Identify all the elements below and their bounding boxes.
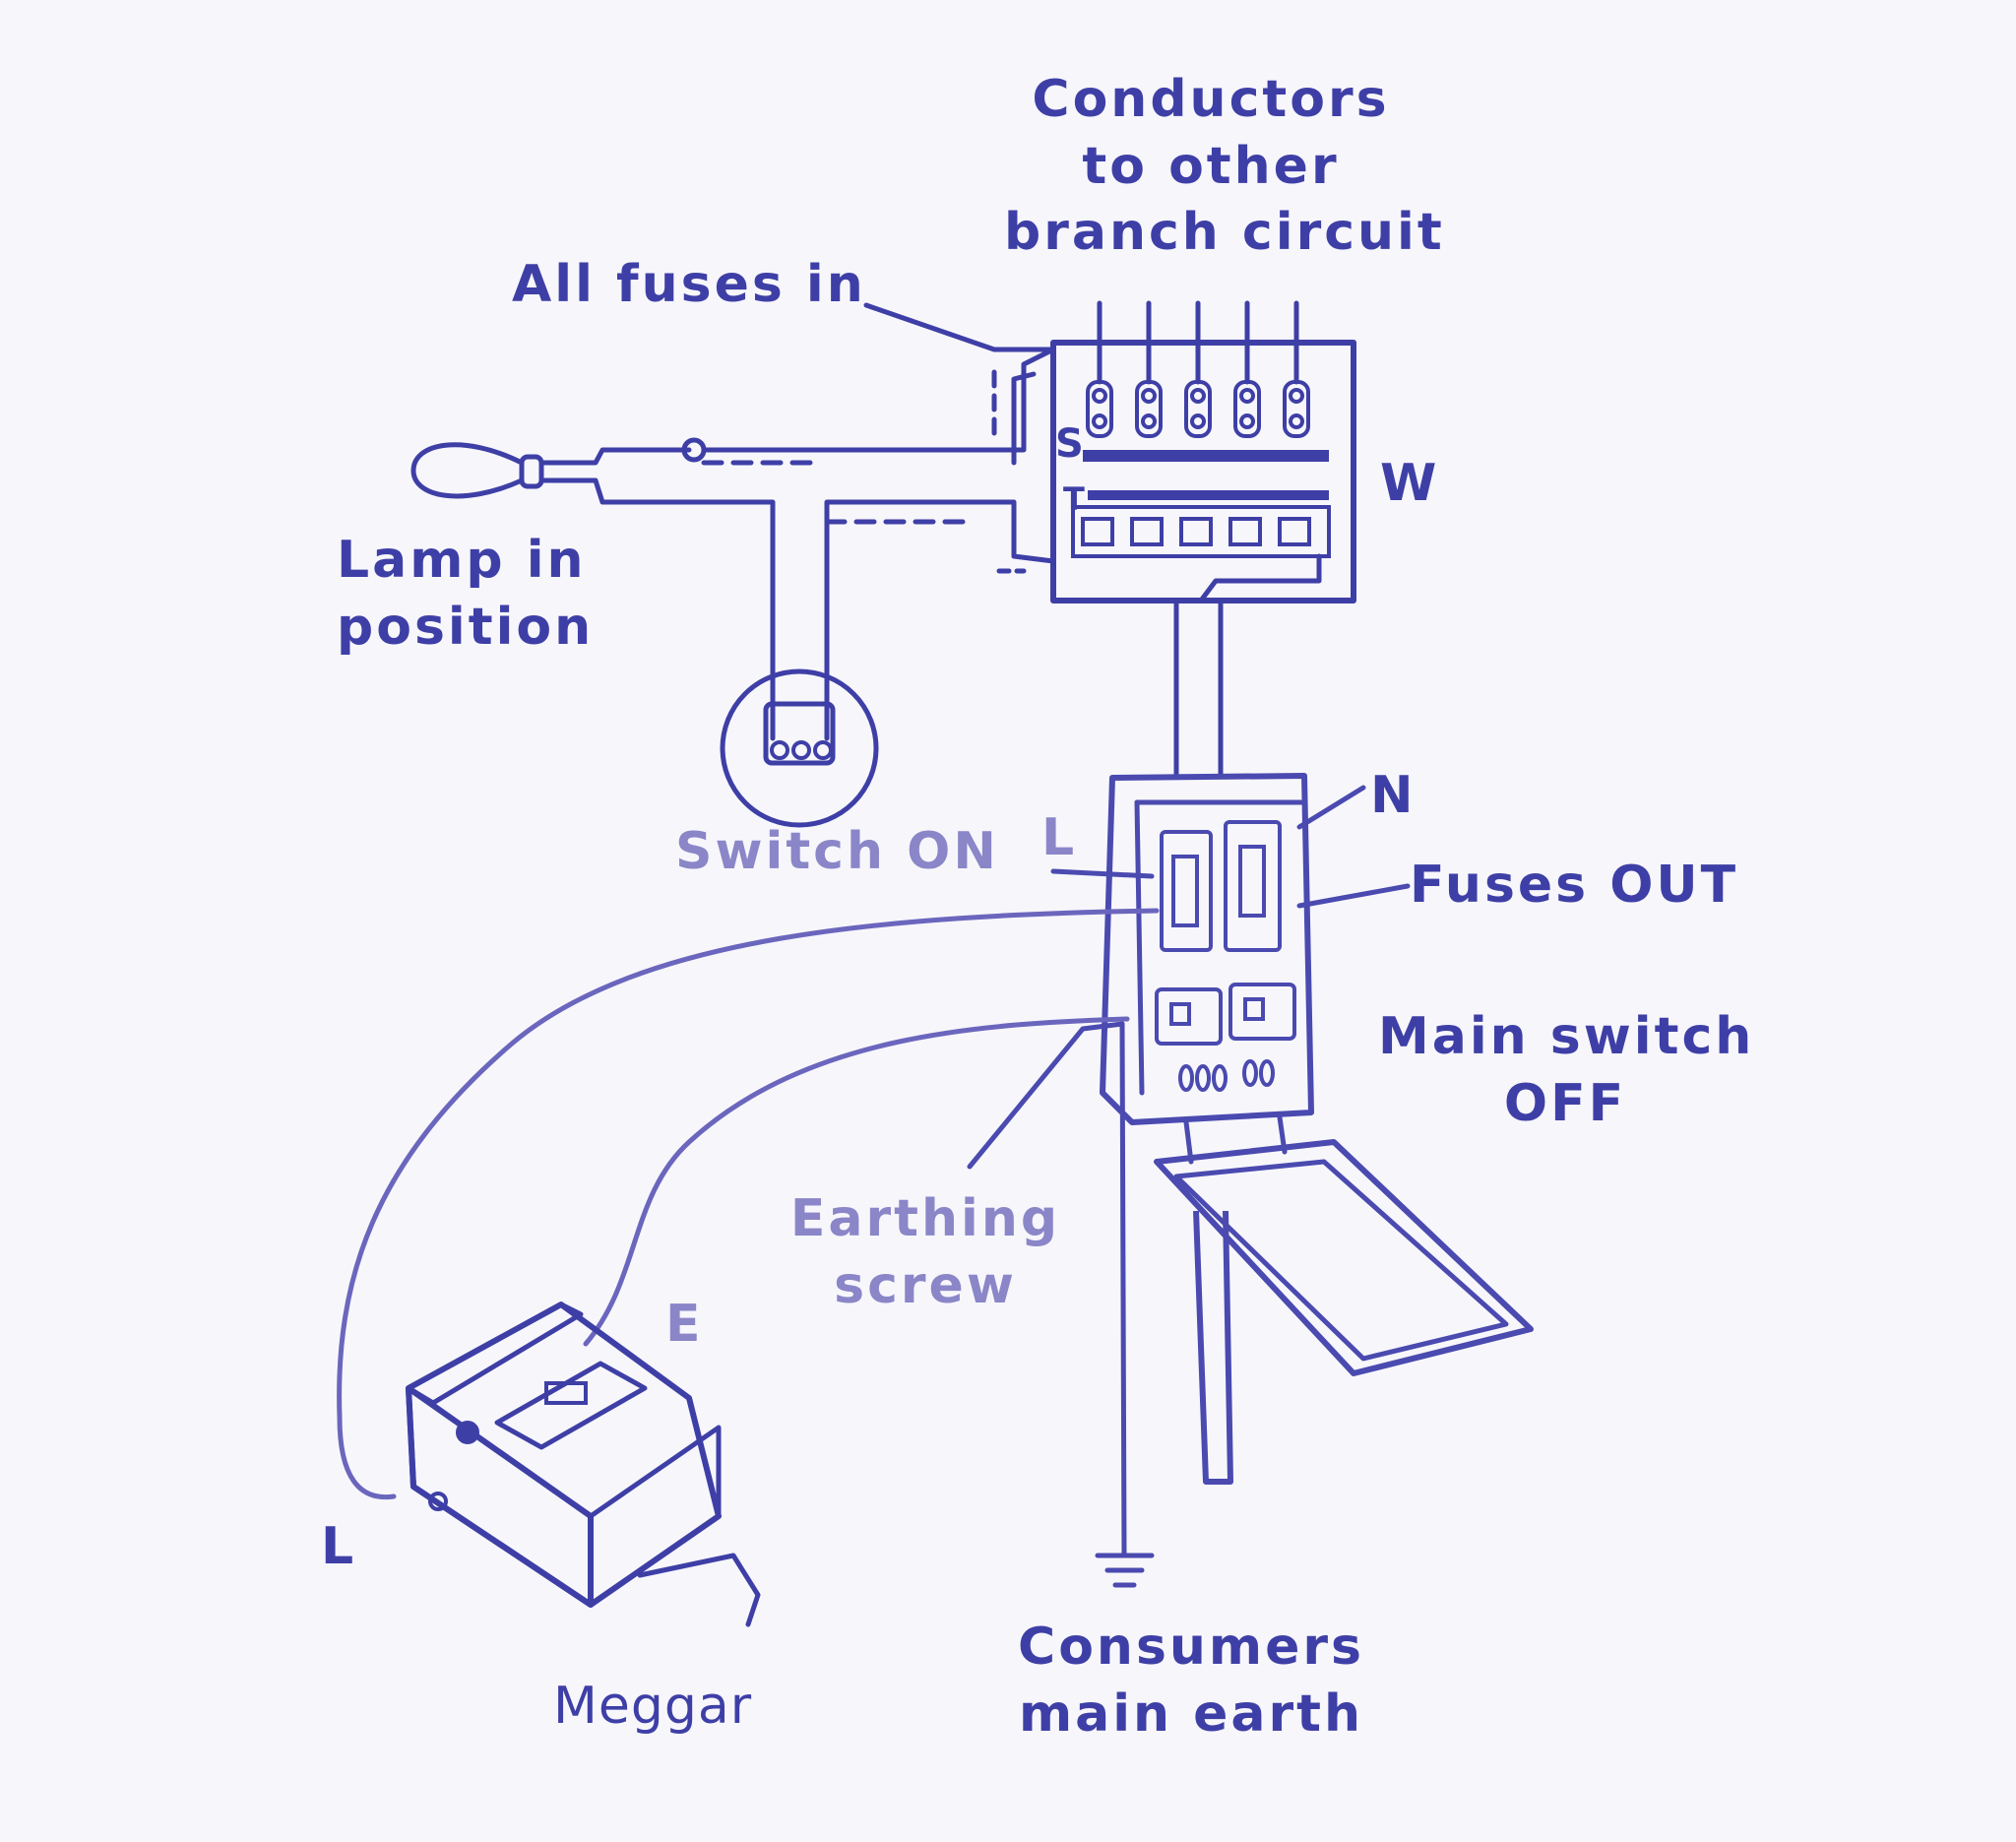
consumers-main-earth-label: Consumers main earth bbox=[984, 1615, 1398, 1747]
main-switch-blocks bbox=[1155, 983, 1296, 1046]
conductors-line-2: to other bbox=[1082, 136, 1340, 196]
earthing-line-1: Earthing bbox=[789, 1189, 1061, 1248]
fuse-carriers bbox=[1086, 380, 1310, 438]
lamp-line-2: position bbox=[337, 597, 595, 657]
neutral-terminals bbox=[1071, 505, 1331, 558]
terminal-n-label: N bbox=[1370, 766, 1417, 825]
lamp-in-position-label: Lamp in position bbox=[337, 528, 594, 661]
consumer-unit bbox=[1050, 773, 1534, 1485]
lamp-bulb-icon bbox=[410, 442, 525, 499]
board-t-label: T bbox=[1063, 480, 1088, 518]
meggar-icon bbox=[406, 1302, 761, 1627]
switch-on-label: Switch ON bbox=[675, 822, 999, 881]
switch-circle bbox=[720, 668, 879, 828]
main-switch-line-2: OFF bbox=[1503, 1073, 1627, 1133]
consumers-line-1: Consumers bbox=[1018, 1618, 1364, 1677]
branch-conductors bbox=[1097, 300, 1299, 385]
board-s-label: S bbox=[1055, 421, 1087, 467]
terminal-l-label: L bbox=[1041, 808, 1078, 867]
main-fuses bbox=[1160, 820, 1282, 952]
earthing-screw-label: Earthing screw bbox=[768, 1186, 1083, 1319]
earth-test-lead bbox=[583, 1016, 1130, 1347]
terminal-screws bbox=[1178, 1059, 1275, 1092]
board-feed bbox=[1173, 598, 1224, 779]
meggar-l-label: L bbox=[321, 1517, 357, 1576]
meggar-label: Meggar bbox=[553, 1677, 753, 1736]
conductors-line-3: branch circuit bbox=[1004, 203, 1445, 263]
main-switch-line-1: Main switch bbox=[1378, 1007, 1755, 1066]
line-test-lead bbox=[337, 908, 1160, 1500]
test-leads bbox=[337, 908, 1160, 1500]
all-fuses-in-label: All fuses in bbox=[512, 255, 866, 314]
board-w-label: W bbox=[1380, 454, 1440, 513]
conductors-label: Conductors to other branch circuit bbox=[1004, 67, 1445, 267]
main-switch-handle bbox=[1154, 1139, 1534, 1376]
fuses-out-label: Fuses OUT bbox=[1410, 856, 1739, 915]
meggar-e-label: E bbox=[665, 1295, 704, 1354]
earthing-line-2: screw bbox=[834, 1255, 1017, 1315]
busbar-s bbox=[1083, 450, 1329, 462]
lamp-line-1: Lamp in bbox=[337, 531, 587, 590]
distribution-board bbox=[1050, 300, 1356, 603]
earth-lead bbox=[967, 1021, 1155, 1588]
conductors-line-1: Conductors bbox=[1032, 70, 1390, 129]
busbar-t bbox=[1088, 490, 1329, 500]
lamp-circuit bbox=[410, 302, 1056, 828]
consumers-line-2: main earth bbox=[1018, 1683, 1364, 1744]
main-switch-off-label: Main switch OFF bbox=[1378, 1004, 1752, 1137]
